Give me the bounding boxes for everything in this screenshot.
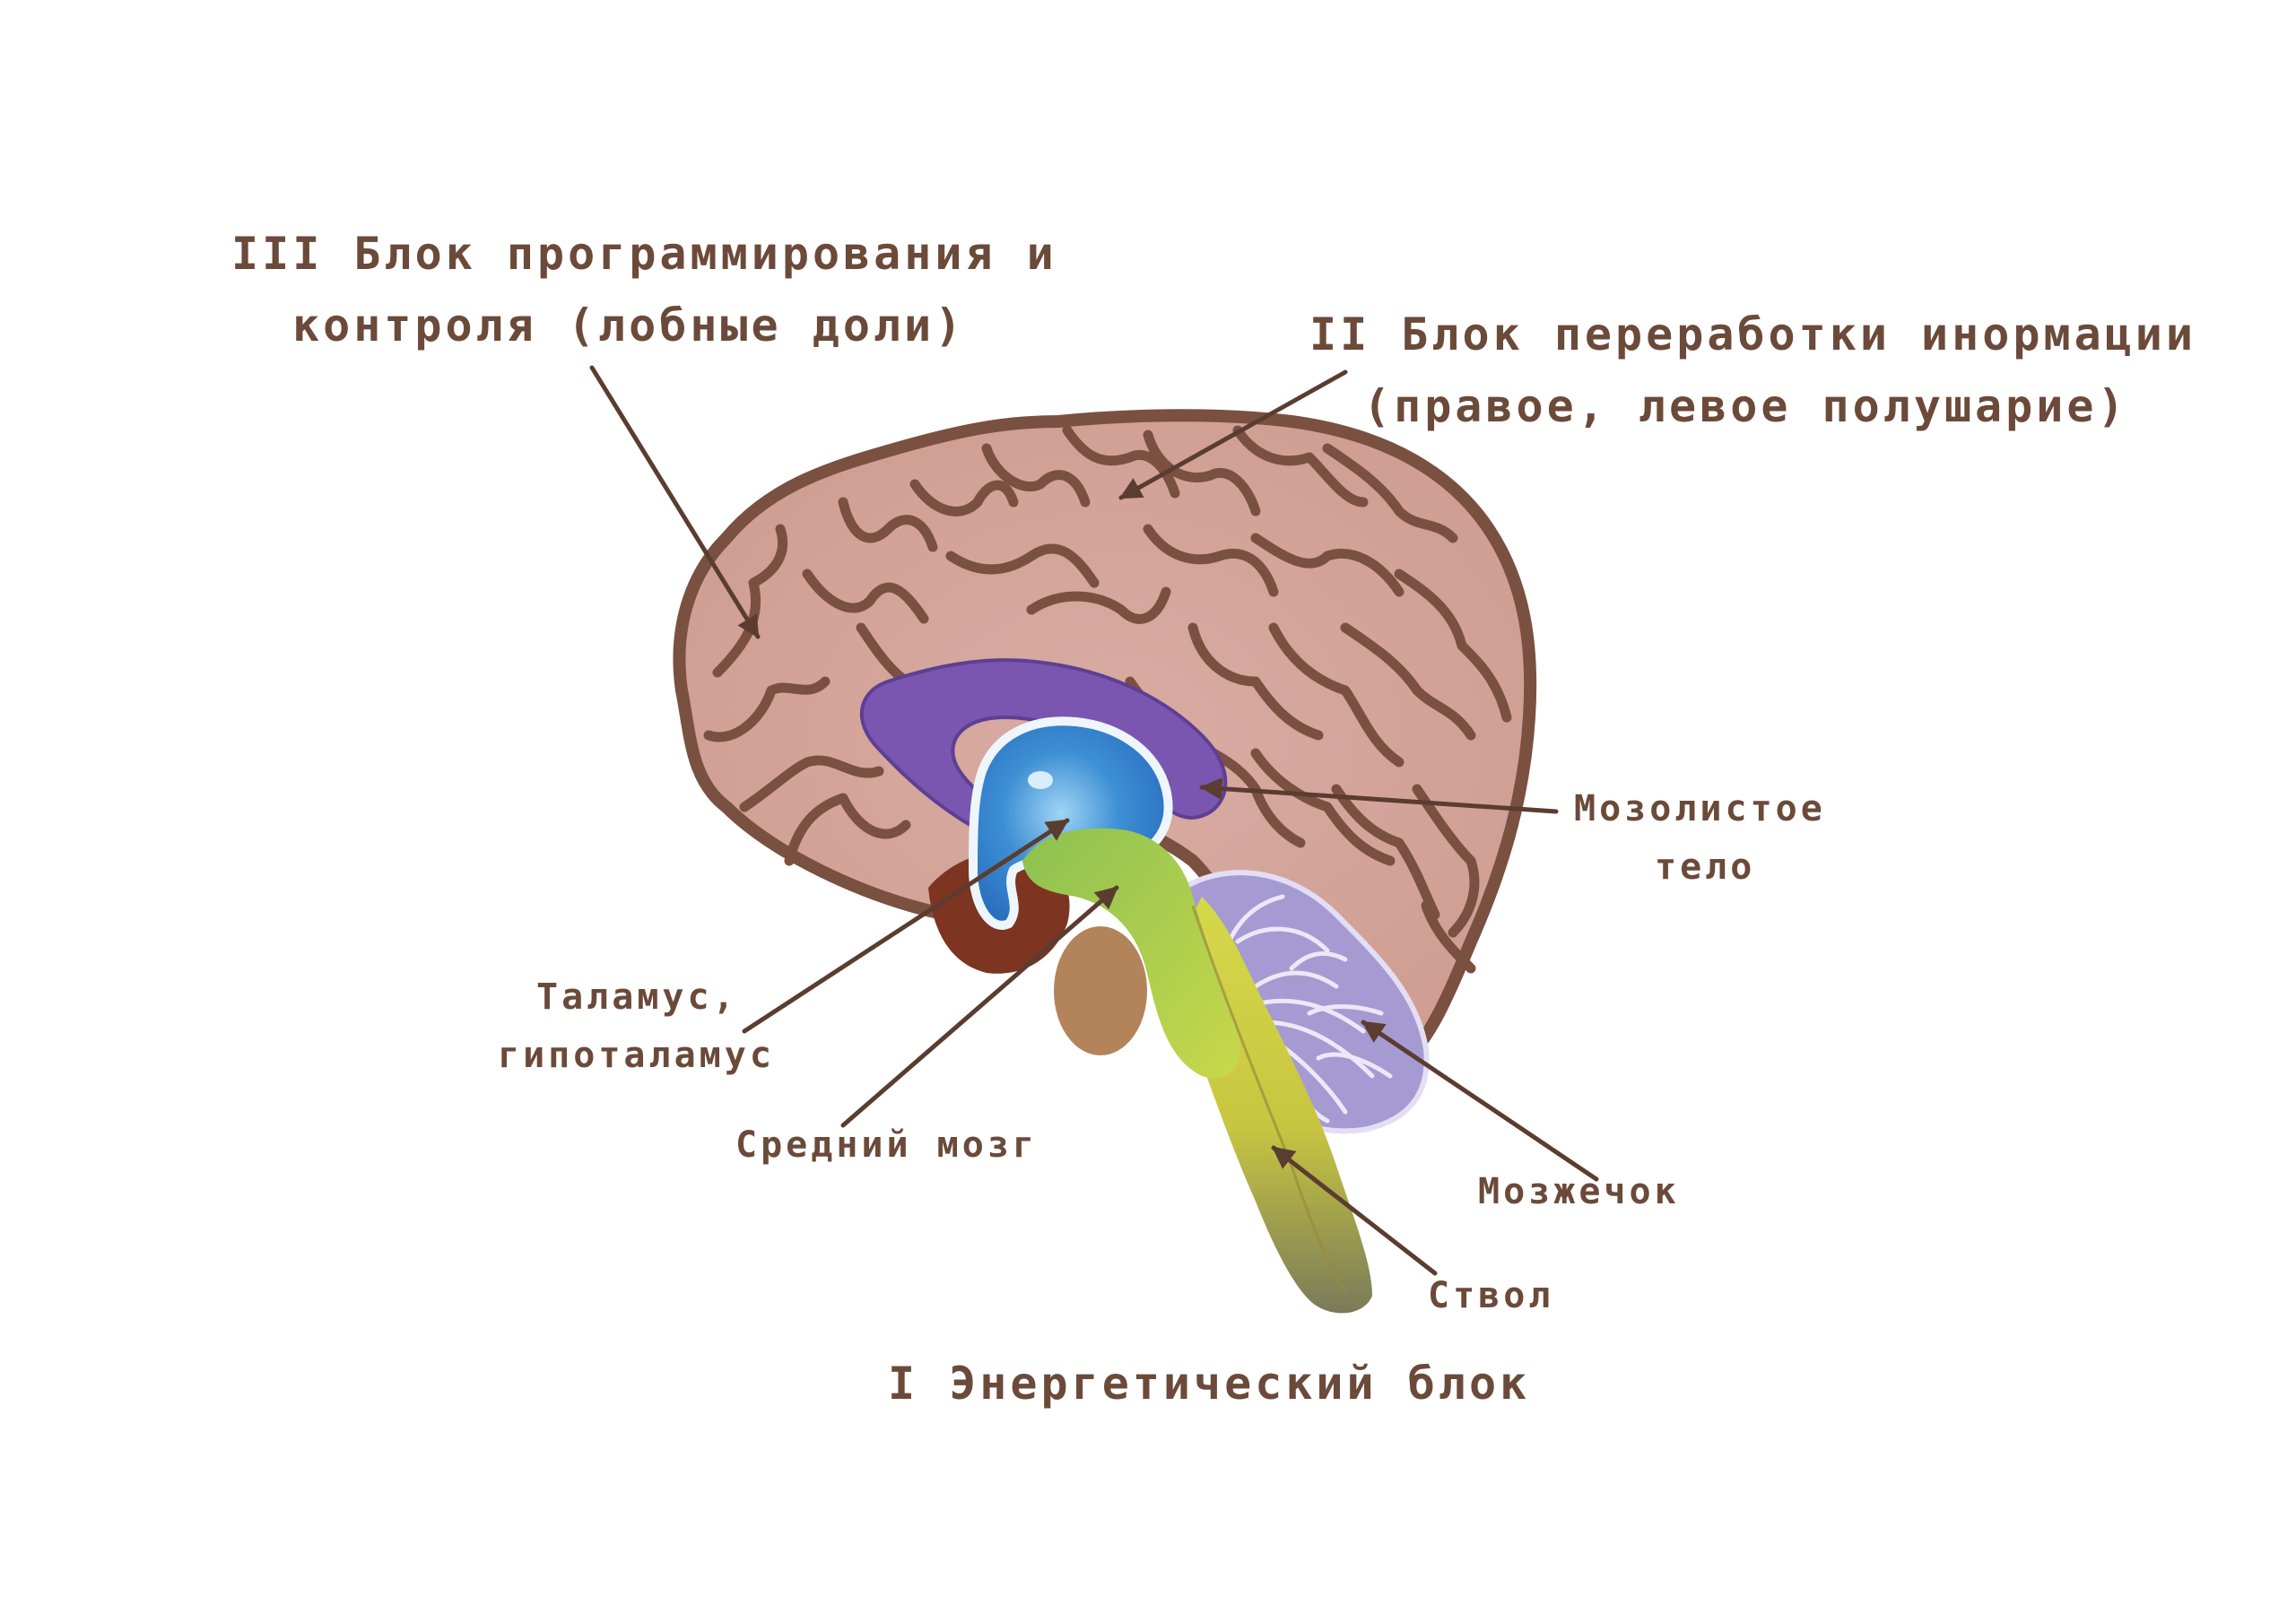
label-block3-line1: III Блок программирования и [231,228,1057,280]
arrow-corpus [1199,777,1559,814]
arrow-cerebellum [1361,1020,1599,1182]
label-block2-line1: II Блок переработки инормации [1309,308,2196,360]
arrow-midbrain [840,885,1119,1128]
label-block3-line2: контроля (лобные доли) [292,299,966,352]
midbrain-region [1022,828,1240,1079]
pons [1054,926,1147,1055]
label-block1: I Энергетический блок [888,1358,1531,1410]
arrow-stem [1271,1145,1438,1276]
arrow-block3 [589,365,761,639]
pointer-arrows [589,365,1599,1276]
label-corpus-line1: Мозолистое [1574,788,1826,829]
stem-center-line [1191,905,1347,1292]
label-cerebellum: Мозжечок [1478,1171,1680,1212]
arrow-block2 [1118,369,1348,500]
arbor-vitae [1217,894,1393,1124]
thalamus-highlight [1028,771,1053,789]
label-thalamus-line2: гипоталамус [498,1035,775,1076]
label-thalamus-line1: Таламус, [536,976,738,1018]
arrow-thalamus [742,818,1070,1034]
label-block2-line2: (правое, левое полушарие) [1363,380,2128,432]
label-stem: Ствол [1428,1275,1554,1316]
label-corpus-line2: тело [1655,846,1756,888]
label-midbrain: Средний мозг [735,1124,1038,1166]
corpus-callosum [859,658,1228,855]
